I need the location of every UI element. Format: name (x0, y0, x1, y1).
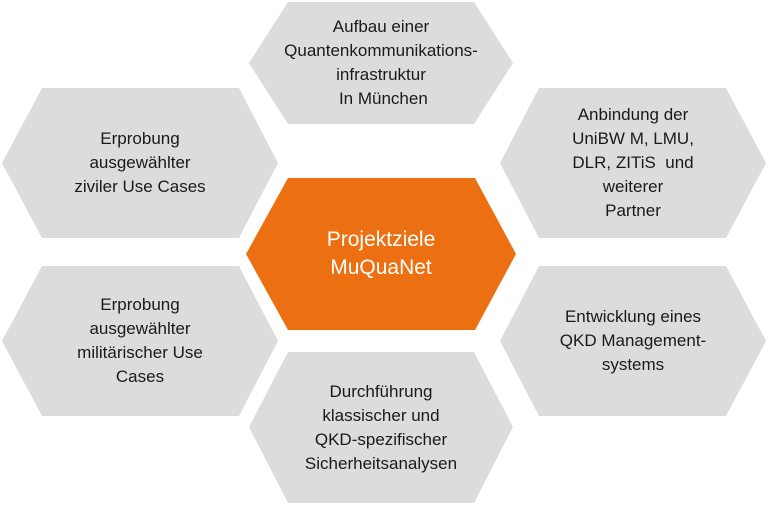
goal-bottom-line-2: klassischer und (322, 405, 440, 425)
goal-lower-right-line-3: systems (601, 355, 665, 374)
goal-top-line-3: infrastruktur (336, 65, 426, 84)
hexagon-lower-right (500, 266, 766, 416)
center-title-line-1: Projektziele (326, 228, 436, 251)
goal-upper-right-line-1: Anbindung der (577, 105, 689, 124)
goal-bottom-line-4: Sicherheitsanalysen (304, 453, 458, 473)
goal-lower-left-text: Erprobung ausgewählter militärischer Use… (2, 266, 278, 416)
goal-top-line-4: In München (334, 89, 428, 108)
hexagon-center (246, 178, 516, 330)
goal-lower-right-text: Entwicklung eines QKD Management- system… (500, 266, 766, 416)
goal-lower-left-line-2: ausgewählter (89, 319, 191, 338)
goal-upper-right-line-3: DLR, ZITiS und (572, 153, 694, 172)
goal-upper-right-line-5: Partner (605, 201, 661, 220)
goal-lower-left-line-3: militärischer Use (77, 343, 203, 362)
hexagon-upper-left (2, 88, 278, 238)
goal-upper-left-line-1: Erprobung (100, 129, 180, 148)
goal-lower-right-line-2: QKD Management- (559, 331, 707, 350)
goal-bottom-line-3: QKD-spezifischer (314, 429, 448, 449)
hexagon-bottom (249, 352, 513, 503)
hexagon-lower-left (2, 266, 278, 416)
goal-lower-left-line-4: Cases (115, 367, 165, 386)
goal-lower-left-line-1: Erprobung (100, 295, 180, 314)
goal-top-text: Aufbau einer Quantenkommunikations- infr… (249, 2, 513, 124)
goal-top-line-2: Quantenkommunikations- (284, 41, 478, 60)
goal-top-line-1: Aufbau einer (332, 17, 430, 36)
center-title: Projektziele MuQuaNet (246, 178, 516, 330)
goal-lower-right-line-1: Entwicklung eines (564, 307, 702, 326)
hexagon-upper-right (500, 88, 766, 238)
goal-upper-right-line-4: weiterer (602, 177, 664, 196)
center-title-line-2: MuQuaNet (330, 256, 432, 279)
goal-upper-right-line-2: UniBW M, LMU, (572, 129, 694, 148)
goal-upper-left-line-2: ausgewählter (89, 153, 191, 172)
goal-upper-left-line-3: ziviler Use Cases (74, 177, 206, 196)
hexagon-top (249, 2, 513, 124)
goal-upper-right-text: Anbindung der UniBW M, LMU, DLR, ZITiS u… (500, 88, 766, 238)
goal-bottom-line-1: Durchführung (329, 381, 433, 401)
goal-upper-left-text: Erprobung ausgewählter ziviler Use Cases (2, 88, 278, 238)
goal-bottom-text: Durchführung klassischer und QKD-spezifi… (249, 352, 513, 503)
